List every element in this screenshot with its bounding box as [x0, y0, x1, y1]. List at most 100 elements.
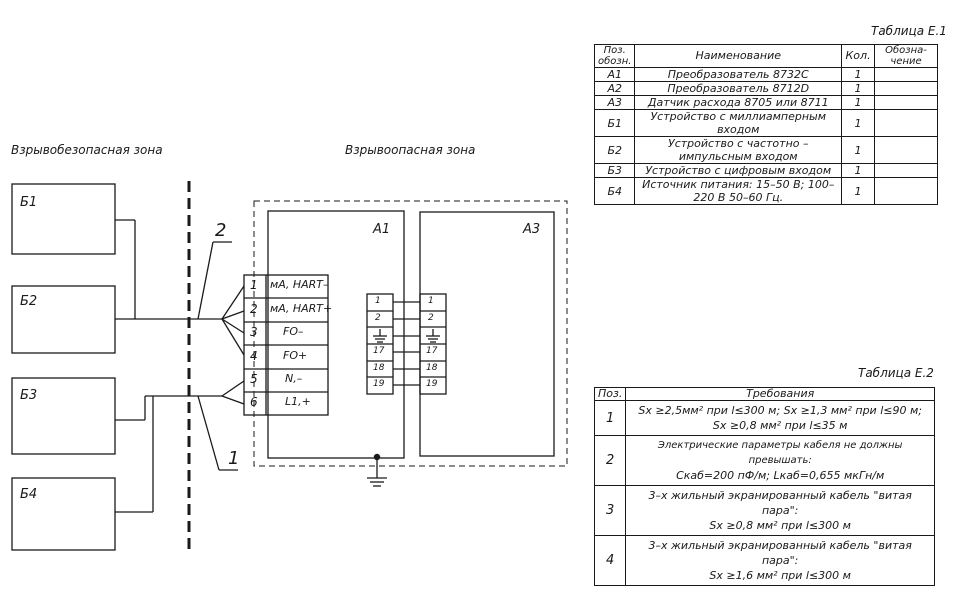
table-cell: Б4 — [593, 177, 636, 205]
table-header: Требования — [625, 387, 935, 401]
link-terminal-num: 2 — [375, 313, 381, 323]
table-cell: 4 — [593, 535, 627, 586]
device-label-a1: А1 — [373, 222, 391, 237]
device-box-b3 — [11, 377, 116, 455]
table-cell: 1 — [841, 177, 876, 205]
table-cell — [874, 81, 938, 96]
requirement-line: Sx ≥0,8 мм² при l≤35 м — [712, 419, 848, 432]
table-cell — [874, 95, 938, 110]
table-cell — [874, 163, 938, 178]
requirement-line: Sx ≥1,6 мм² при l≤300 м — [709, 569, 851, 582]
link-terminal-num: 19 — [426, 379, 438, 389]
table-cell: 3–х жильный экранированный кабель "витая… — [625, 485, 935, 536]
table-cell: Б3 — [593, 163, 636, 178]
table2-caption: Таблица Е.2 — [858, 366, 934, 380]
table-e2: Поз. Требования 1 Sx ≥2,5мм² при l≤300 м… — [593, 387, 935, 586]
device-label-a3: А3 — [523, 222, 541, 237]
table-header-row: Поз. обозн. Наименование Кол. Обозна- че… — [593, 44, 938, 68]
device-box-b4 — [11, 477, 116, 551]
hazard-zone-label: Взрывоопасная зона — [345, 143, 476, 157]
table-header: Обозна- чение — [874, 44, 938, 68]
cable-callout-1: 1 — [228, 448, 240, 469]
device-box-a1 — [267, 210, 405, 459]
table-cell: Б1 — [593, 109, 636, 137]
table-cell: Устройство с цифровым входом — [634, 163, 843, 178]
table-cell: 3 — [593, 485, 627, 536]
link-terminal-num: 19 — [373, 379, 385, 389]
table-cell: 1 — [593, 400, 627, 436]
table-cell: Sx ≥2,5мм² при l≤300 м; Sx ≥1,3 мм² при … — [625, 400, 935, 436]
terminal-name: N,– — [285, 372, 303, 385]
table-header: Поз. обозн. — [593, 44, 636, 68]
table-cell: Преобразователь 8732С — [634, 67, 843, 82]
table-cell: Устройство с миллиамперным входом — [634, 109, 843, 137]
table-cell — [874, 136, 938, 164]
terminal-num: 6 — [250, 395, 258, 409]
cable-callout-2: 2 — [215, 220, 227, 241]
link-terminal-num: 1 — [375, 296, 381, 306]
table-cell: Источник питания: 15–50 В; 100–220 В 50–… — [634, 177, 843, 205]
terminal-num: 3 — [250, 325, 258, 339]
link-terminal-num: 2 — [428, 313, 434, 323]
table-cell: 1 — [841, 81, 876, 96]
table-e1: Поз. обозн. Наименование Кол. Обозна- че… — [593, 44, 938, 205]
table-header: Поз. — [593, 387, 627, 401]
requirement-line: Скаб=200 пФ/м; Lкаб=0,655 мкГн/м — [676, 469, 885, 482]
link-terminal-num: 18 — [426, 363, 438, 373]
terminal-name: FO+ — [283, 349, 308, 362]
terminal-name: мА, HART– — [270, 278, 329, 291]
table-row: А2 Преобразователь 8712D 1 — [593, 81, 938, 96]
table-cell: Устройство с частотно – импульсным входо… — [634, 136, 843, 164]
junction-dot — [373, 453, 381, 461]
table-cell: А2 — [593, 81, 636, 96]
requirement-line: 3–х жильный экранированный кабель "витая… — [648, 489, 912, 517]
requirement-line: Sx ≥2,5мм² при l≤300 м; Sx ≥1,3 мм² при … — [638, 404, 922, 417]
table-cell: 3–х жильный экранированный кабель "витая… — [625, 535, 935, 586]
table-cell: 1 — [841, 109, 876, 137]
safe-zone-label: Взрывобезопасная зона — [11, 143, 163, 157]
table-cell — [874, 109, 938, 137]
requirement-line: Sx ≥0,8 мм² при l≤300 м — [709, 519, 851, 532]
terminal-num: 4 — [250, 349, 258, 363]
table-cell: 1 — [841, 136, 876, 164]
table-row: 2 Электрические параметры кабеля не долж… — [593, 435, 935, 486]
table-cell: Преобразователь 8712D — [634, 81, 843, 96]
enclosure-outline — [253, 200, 568, 467]
device-label-b1: Б1 — [20, 195, 38, 210]
table-cell: 1 — [841, 163, 876, 178]
link-terminal-num: 1 — [428, 296, 434, 306]
ground-icon — [367, 477, 387, 487]
ground-icon — [426, 329, 440, 343]
table-row: 4 3–х жильный экранированный кабель "вит… — [593, 535, 935, 586]
link-terminal-num: 17 — [426, 346, 438, 356]
terminal-num: 5 — [250, 372, 258, 386]
device-box-a3 — [419, 211, 555, 457]
device-label-b3: Б3 — [20, 388, 38, 403]
device-label-b2: Б2 — [20, 294, 38, 309]
ground-icon — [373, 329, 387, 343]
table-cell: Б2 — [593, 136, 636, 164]
table-row: Б3 Устройство с цифровым входом 1 — [593, 163, 938, 178]
table-cell: Электрические параметры кабеля не должны… — [625, 435, 935, 486]
terminal-num: 2 — [250, 302, 258, 316]
table-row: Б4 Источник питания: 15–50 В; 100–220 В … — [593, 177, 938, 205]
table-row: А1 Преобразователь 8732С 1 — [593, 67, 938, 82]
table-cell: А3 — [593, 95, 636, 110]
table-header: Наименование — [634, 44, 843, 68]
table-row: Б2 Устройство с частотно – импульсным вх… — [593, 136, 938, 164]
table-row: А3 Датчик расхода 8705 или 8711 1 — [593, 95, 938, 110]
table-row: Б1 Устройство с миллиамперным входом 1 — [593, 109, 938, 137]
device-label-b4: Б4 — [20, 487, 38, 502]
requirement-line: Электрические параметры кабеля не должны… — [657, 440, 903, 466]
table-cell — [874, 177, 938, 205]
table-cell: Датчик расхода 8705 или 8711 — [634, 95, 843, 110]
table-cell: 1 — [841, 67, 876, 82]
table-header-row: Поз. Требования — [593, 387, 935, 401]
terminal-name: L1,+ — [285, 395, 311, 408]
table-row: 3 3–х жильный экранированный кабель "вит… — [593, 485, 935, 536]
link-terminal-num: 17 — [373, 346, 385, 356]
terminal-name: FO– — [283, 325, 304, 338]
table-cell: 2 — [593, 435, 627, 486]
